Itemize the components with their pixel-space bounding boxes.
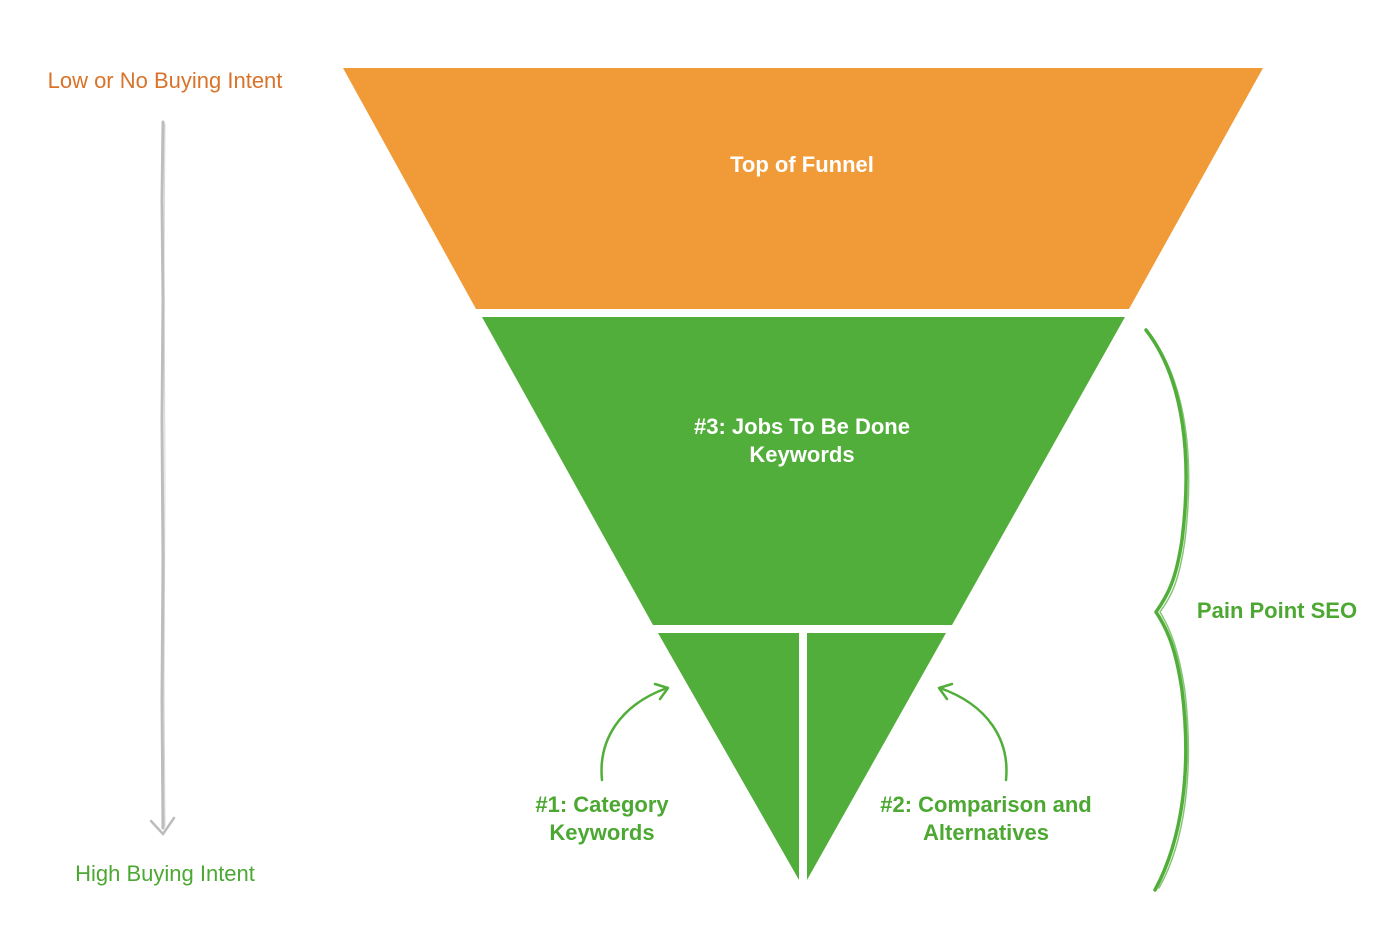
down-arrow-icon bbox=[149, 120, 176, 836]
funnel-middle-label-line2: Keywords bbox=[749, 442, 854, 467]
comparison-label-line1: #2: Comparison and bbox=[880, 792, 1091, 817]
funnel-middle-segment bbox=[482, 317, 1125, 625]
low-intent-label: Low or No Buying Intent bbox=[48, 68, 283, 93]
high-intent-label: High Buying Intent bbox=[75, 861, 255, 886]
funnel-top-label: Top of Funnel bbox=[730, 152, 874, 177]
funnel-bottom-right-segment bbox=[807, 633, 946, 880]
pain-point-seo-label: Pain Point SEO bbox=[1197, 598, 1357, 623]
comparison-arrow-icon bbox=[937, 682, 1008, 782]
funnel-middle-label-line1: #3: Jobs To Be Done bbox=[694, 414, 910, 439]
category-arrow-icon bbox=[600, 682, 670, 782]
curly-brace-icon bbox=[1144, 328, 1190, 892]
intent-scale: Low or No Buying Intent High Buying Inte… bbox=[48, 68, 283, 886]
category-label-line2: Keywords bbox=[549, 820, 654, 845]
funnel-bottom-left-segment bbox=[658, 633, 799, 880]
comparison-label-line2: Alternatives bbox=[923, 820, 1049, 845]
funnel-top-segment bbox=[343, 68, 1263, 309]
funnel: Top of Funnel #3: Jobs To Be Done Keywor… bbox=[343, 68, 1263, 880]
category-label-line1: #1: Category bbox=[535, 792, 669, 817]
